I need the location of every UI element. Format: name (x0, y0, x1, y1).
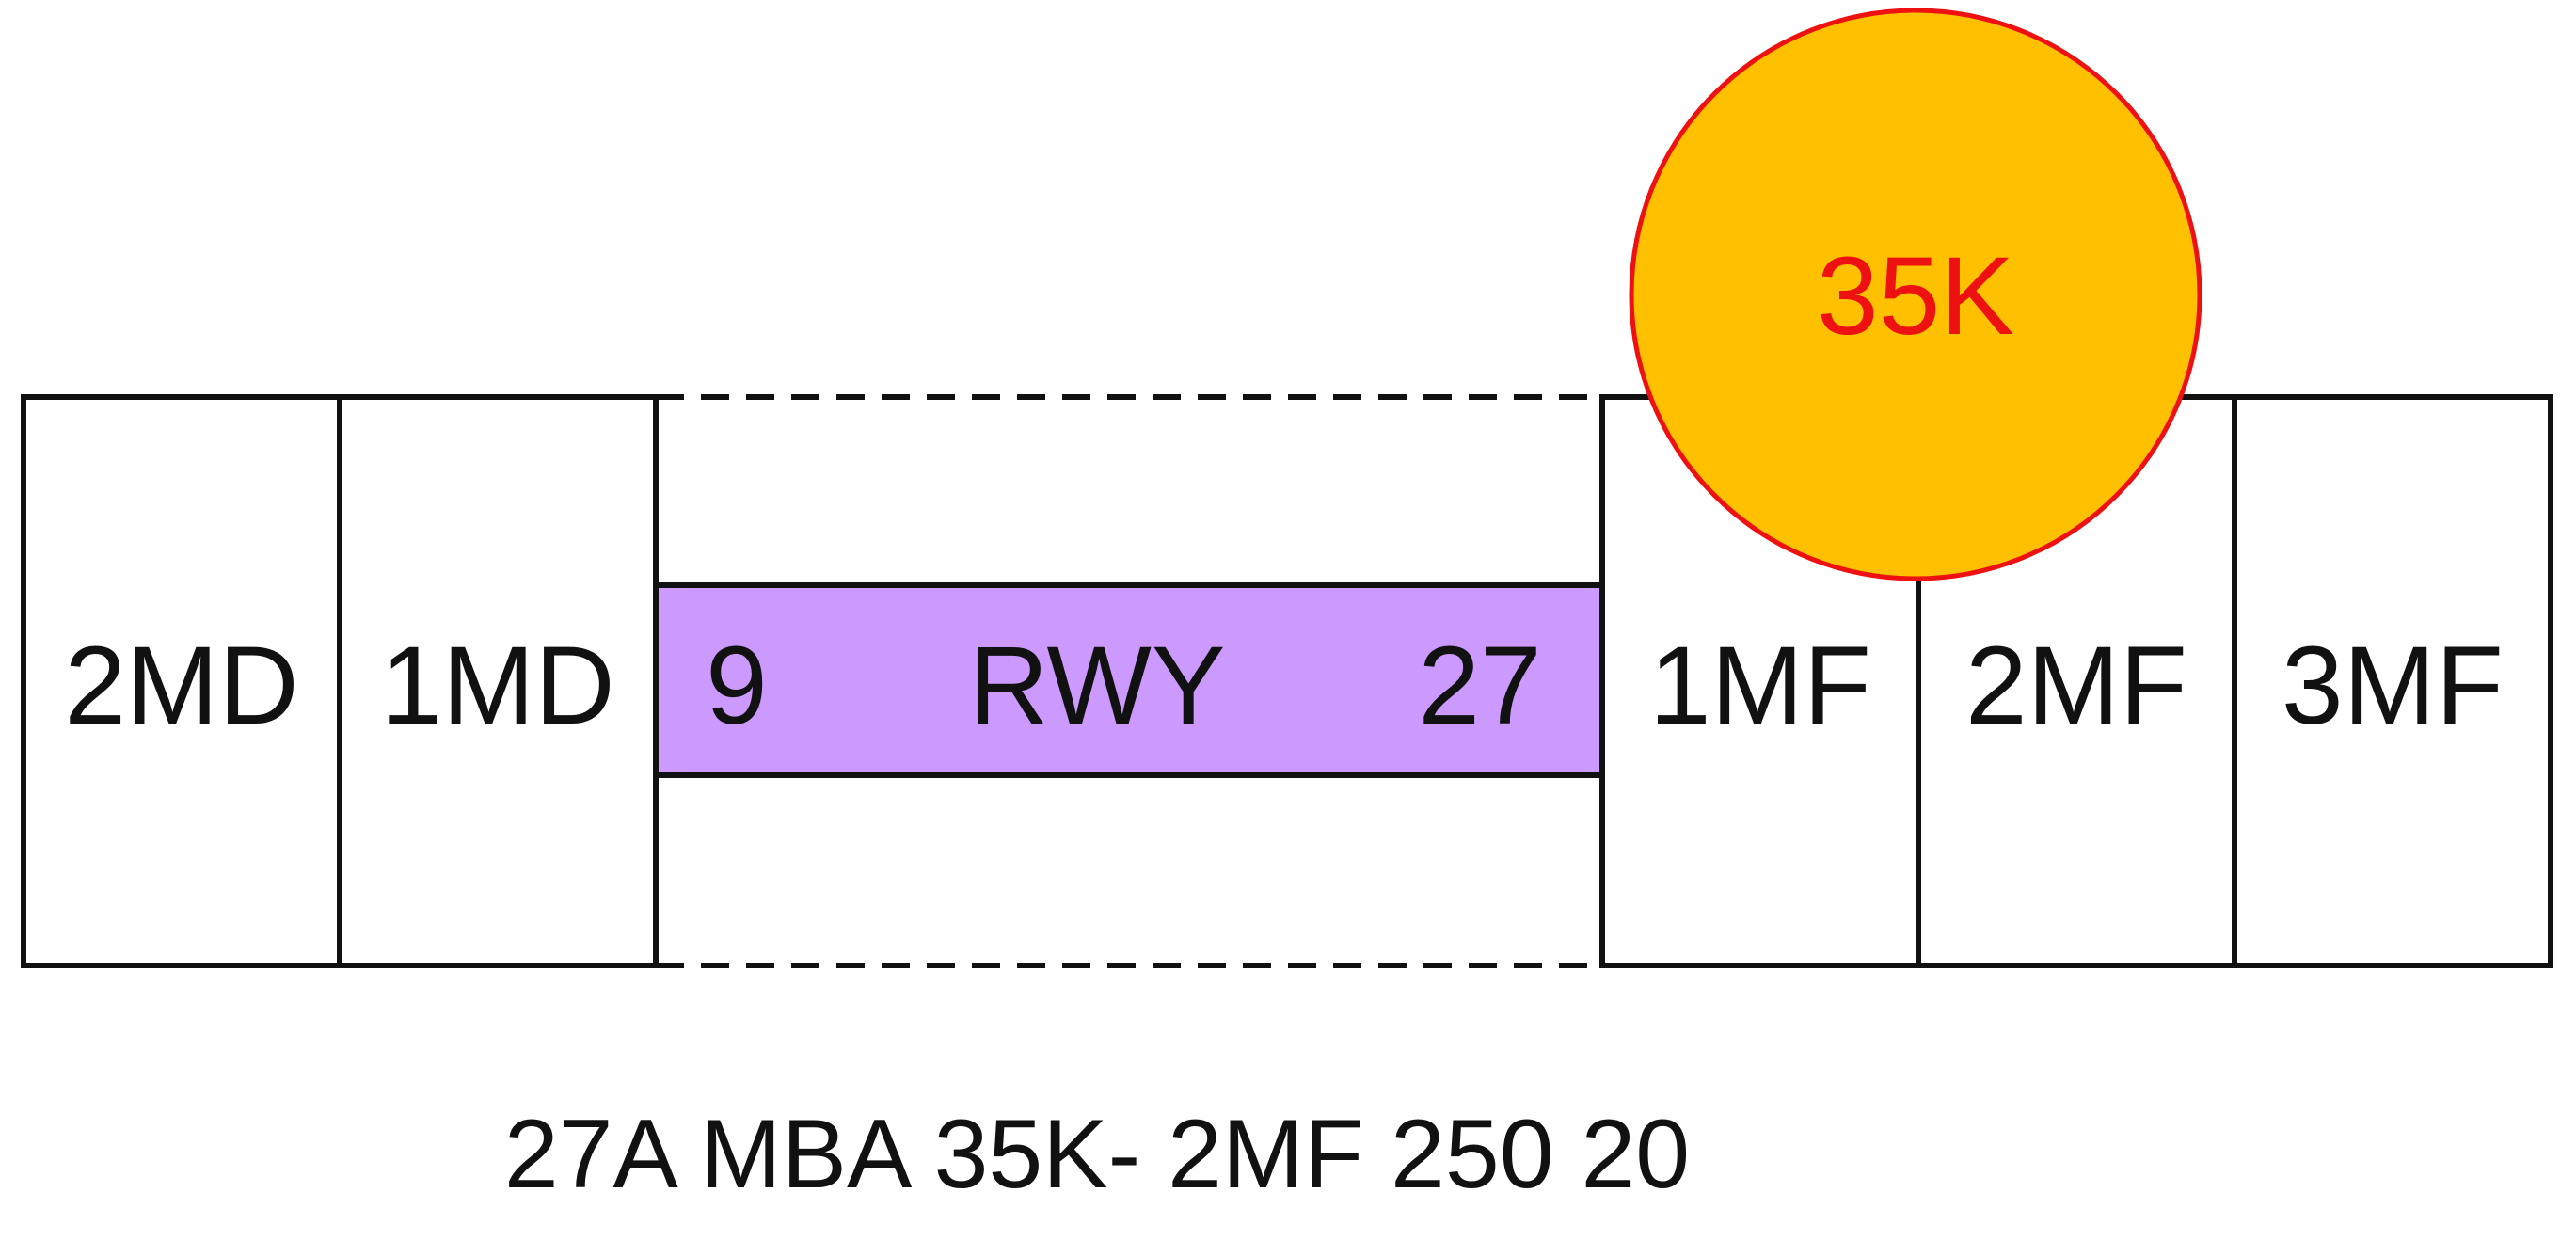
zone-label-3mf: 3MF (2282, 624, 2504, 748)
zone-box-1mf: 1MF (1599, 394, 1921, 968)
zone-box-3mf: 3MF (2232, 394, 2553, 968)
zone-label-1mf: 1MF (1649, 624, 1871, 748)
threat-circle: 35K (1629, 8, 2202, 581)
runway-left-end-label: 9 (706, 624, 768, 748)
runway-strip: 9 RWY 27 (653, 582, 1605, 778)
zone-label-1md: 1MD (380, 624, 614, 748)
zone-box-1md: 1MD (337, 394, 659, 968)
zone-label-2md: 2MD (64, 624, 298, 748)
zone-box-2md: 2MD (21, 394, 342, 968)
caption-text: 27A MBA 35K- 2MF 250 20 (504, 1100, 1690, 1209)
zone-label-2mf: 2MF (1965, 624, 2187, 748)
runway-name-label: RWY (968, 624, 1225, 748)
runway-right-end-label: 27 (1418, 624, 1541, 748)
threat-label: 35K (1817, 234, 2014, 358)
